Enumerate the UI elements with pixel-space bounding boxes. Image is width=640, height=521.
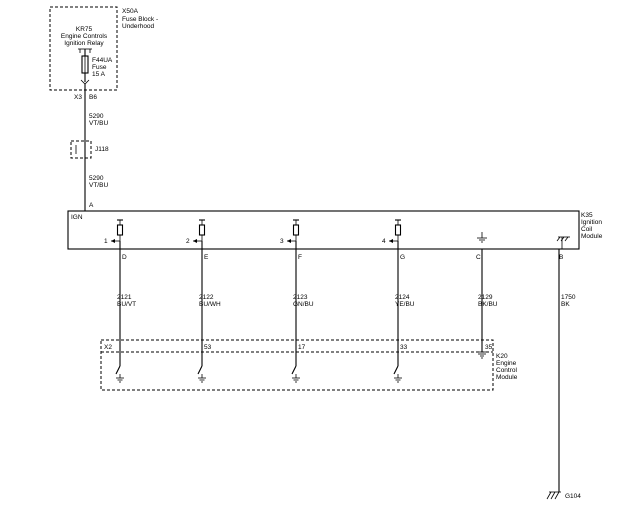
circuit-2124: 2124 <box>395 294 410 301</box>
k35-pin-G: G <box>400 254 405 261</box>
k35-pin-D: D <box>122 254 127 261</box>
k35-ground-c-symbol <box>477 232 487 243</box>
k35-name-2: Coil <box>581 226 593 233</box>
k35-pin-F: F <box>298 254 302 261</box>
ecm-pin-33: 33 <box>400 344 408 351</box>
ignition-coil-module-k35: IGN K35 Ignition Coil Module <box>67 210 603 250</box>
k20-name-3: Module <box>496 374 518 381</box>
fuse-rating: 15 A <box>92 71 106 78</box>
circuit-2123: 2123 <box>293 294 308 301</box>
circuit-2121: 2121 <box>117 294 132 301</box>
fuse-block-x50a: X50A Fuse Block - Underhood KR75 Engine … <box>49 6 158 101</box>
driver-3-resistor <box>292 224 300 236</box>
relay-id: KR75 <box>76 26 93 33</box>
ecm-ground-symbol <box>476 351 488 359</box>
driver-1-resistor <box>116 224 124 236</box>
ground-b-circuit: 1750 <box>561 294 576 301</box>
driver-1-number: 1 <box>104 238 108 245</box>
chassis-ground-g104-symbol <box>546 491 561 500</box>
color-2121: BU/VT <box>117 301 136 308</box>
color-2124: YE/BU <box>395 301 415 308</box>
ground-wire-b: B 1750 BK G104 <box>546 249 581 500</box>
fuse-id: F44UA <box>92 57 113 64</box>
ground-wire-c: C 2129 BK/BU 35 <box>476 249 498 359</box>
color-2123: GN/BU <box>293 301 314 308</box>
driver-4-arrow-head <box>389 239 393 243</box>
ecm-switch-4-blade <box>393 365 399 375</box>
k35-chassis-ground-b-symbol <box>556 236 570 249</box>
k35-id: K35 <box>581 212 593 219</box>
engine-control-module-k20: K20 Engine Control Module <box>100 339 518 391</box>
fuse-block-subtitle: Underhood <box>122 23 155 30</box>
splice-j118-label: J118 <box>95 146 109 153</box>
feed-circuit-b: 5290 <box>89 175 104 182</box>
k35-name-3: Module <box>581 233 603 240</box>
fuse-word: Fuse <box>92 64 107 71</box>
ecm-connector-x2: X2 <box>104 344 112 351</box>
fuse-block-title: Fuse Block - <box>122 16 158 23</box>
driver-2-resistor <box>198 224 206 236</box>
relay-name-1: Engine Controls <box>61 33 108 40</box>
color-2122: BU/WH <box>199 301 221 308</box>
driver-3-arrow-head <box>287 239 291 243</box>
driver-2-arrow-head <box>193 239 197 243</box>
feed-color-b: VT/BU <box>89 182 108 189</box>
ecm-pin-17: 17 <box>298 344 306 351</box>
feed-circuit-a: 5290 <box>89 113 104 120</box>
ground-c-pin: C <box>476 254 481 261</box>
ground-g104-label: G104 <box>565 493 581 500</box>
ecm-switch-3-blade <box>291 365 297 375</box>
splice-j118-outline <box>70 140 92 159</box>
ground-c-circuit: 2129 <box>478 294 493 301</box>
relay-contact-symbol <box>78 48 92 56</box>
driver-4-resistor <box>394 224 402 236</box>
ground-b-color: BK <box>561 301 570 308</box>
k20-name-2: Control <box>496 367 518 374</box>
k35-pin-E: E <box>204 254 209 261</box>
driver-4-number: 4 <box>382 238 386 245</box>
ground-c-ecm-pin: 35 <box>485 344 493 351</box>
ground-c-color: BK/BU <box>478 301 498 308</box>
ground-b-pin: B <box>559 254 563 261</box>
k35-pin-a: A <box>89 202 94 209</box>
ecm-pin-53: 53 <box>204 344 212 351</box>
circuit-2122: 2122 <box>199 294 214 301</box>
driver-2-number: 2 <box>186 238 190 245</box>
driver-1-arrow-head <box>111 239 115 243</box>
ecm-switch-2-blade <box>197 365 203 375</box>
connector-pin-b6: B6 <box>89 94 97 101</box>
driver-3-number: 3 <box>280 238 284 245</box>
relay-name-2: Ignition Relay <box>64 40 104 47</box>
k20-outline <box>100 339 494 391</box>
k20-name-1: Engine <box>496 360 517 367</box>
k35-name-1: Ignition <box>581 219 602 226</box>
k20-id: K20 <box>496 353 508 360</box>
fuse-block-outline <box>49 6 118 91</box>
fuse-block-id: X50A <box>122 8 139 15</box>
connector-x3: X3 <box>74 94 82 101</box>
ecm-switch-1-blade <box>115 365 121 375</box>
feed-color-a: VT/BU <box>89 120 108 127</box>
k35-outline <box>67 210 580 250</box>
k35-ign-label: IGN <box>71 214 83 221</box>
